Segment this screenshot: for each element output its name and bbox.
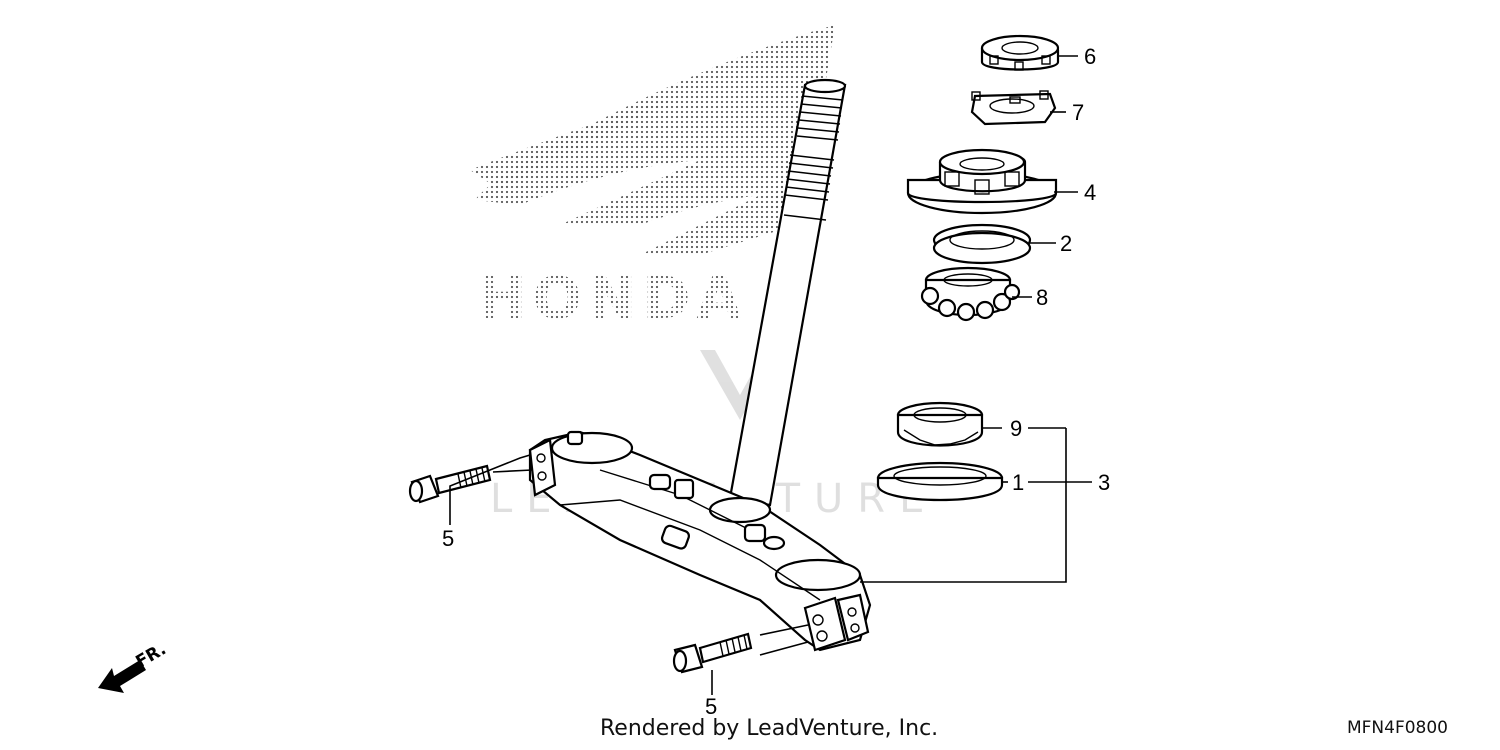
adjusting-nut bbox=[906, 148, 1058, 215]
render-credit: Rendered by LeadVenture, Inc. bbox=[600, 716, 939, 741]
callout-3: 3 bbox=[1098, 470, 1110, 495]
callout-7: 7 bbox=[1072, 100, 1084, 125]
callout-4: 4 bbox=[1084, 180, 1096, 205]
callout-2: 2 bbox=[1060, 231, 1072, 256]
honda-wing-watermark: HONDA bbox=[470, 25, 835, 332]
callout-1: 1 bbox=[1012, 470, 1024, 495]
upper-bearing bbox=[920, 266, 1021, 322]
lock-nut bbox=[980, 34, 1060, 71]
dust-seal bbox=[932, 223, 1032, 265]
bolt-bottom bbox=[672, 632, 753, 674]
steering-stem bbox=[728, 78, 847, 507]
leader-lines bbox=[449, 55, 1092, 695]
callout-8: 8 bbox=[1036, 285, 1048, 310]
callout-5-left: 5 bbox=[442, 526, 454, 551]
diagram-code: MFN4F0800 bbox=[1346, 718, 1448, 738]
callout-5-bottom: 5 bbox=[705, 694, 717, 719]
lower-dust-seal bbox=[876, 461, 1004, 502]
callout-6: 6 bbox=[1084, 44, 1096, 69]
callout-9: 9 bbox=[1010, 416, 1022, 441]
steering-stem-bottom-bridge bbox=[528, 430, 872, 652]
front-direction-arrow-icon: FR. bbox=[98, 639, 170, 693]
lock-washer bbox=[970, 90, 1057, 126]
lower-bearing bbox=[896, 401, 984, 447]
honda-text-watermark: HONDA bbox=[478, 264, 747, 332]
